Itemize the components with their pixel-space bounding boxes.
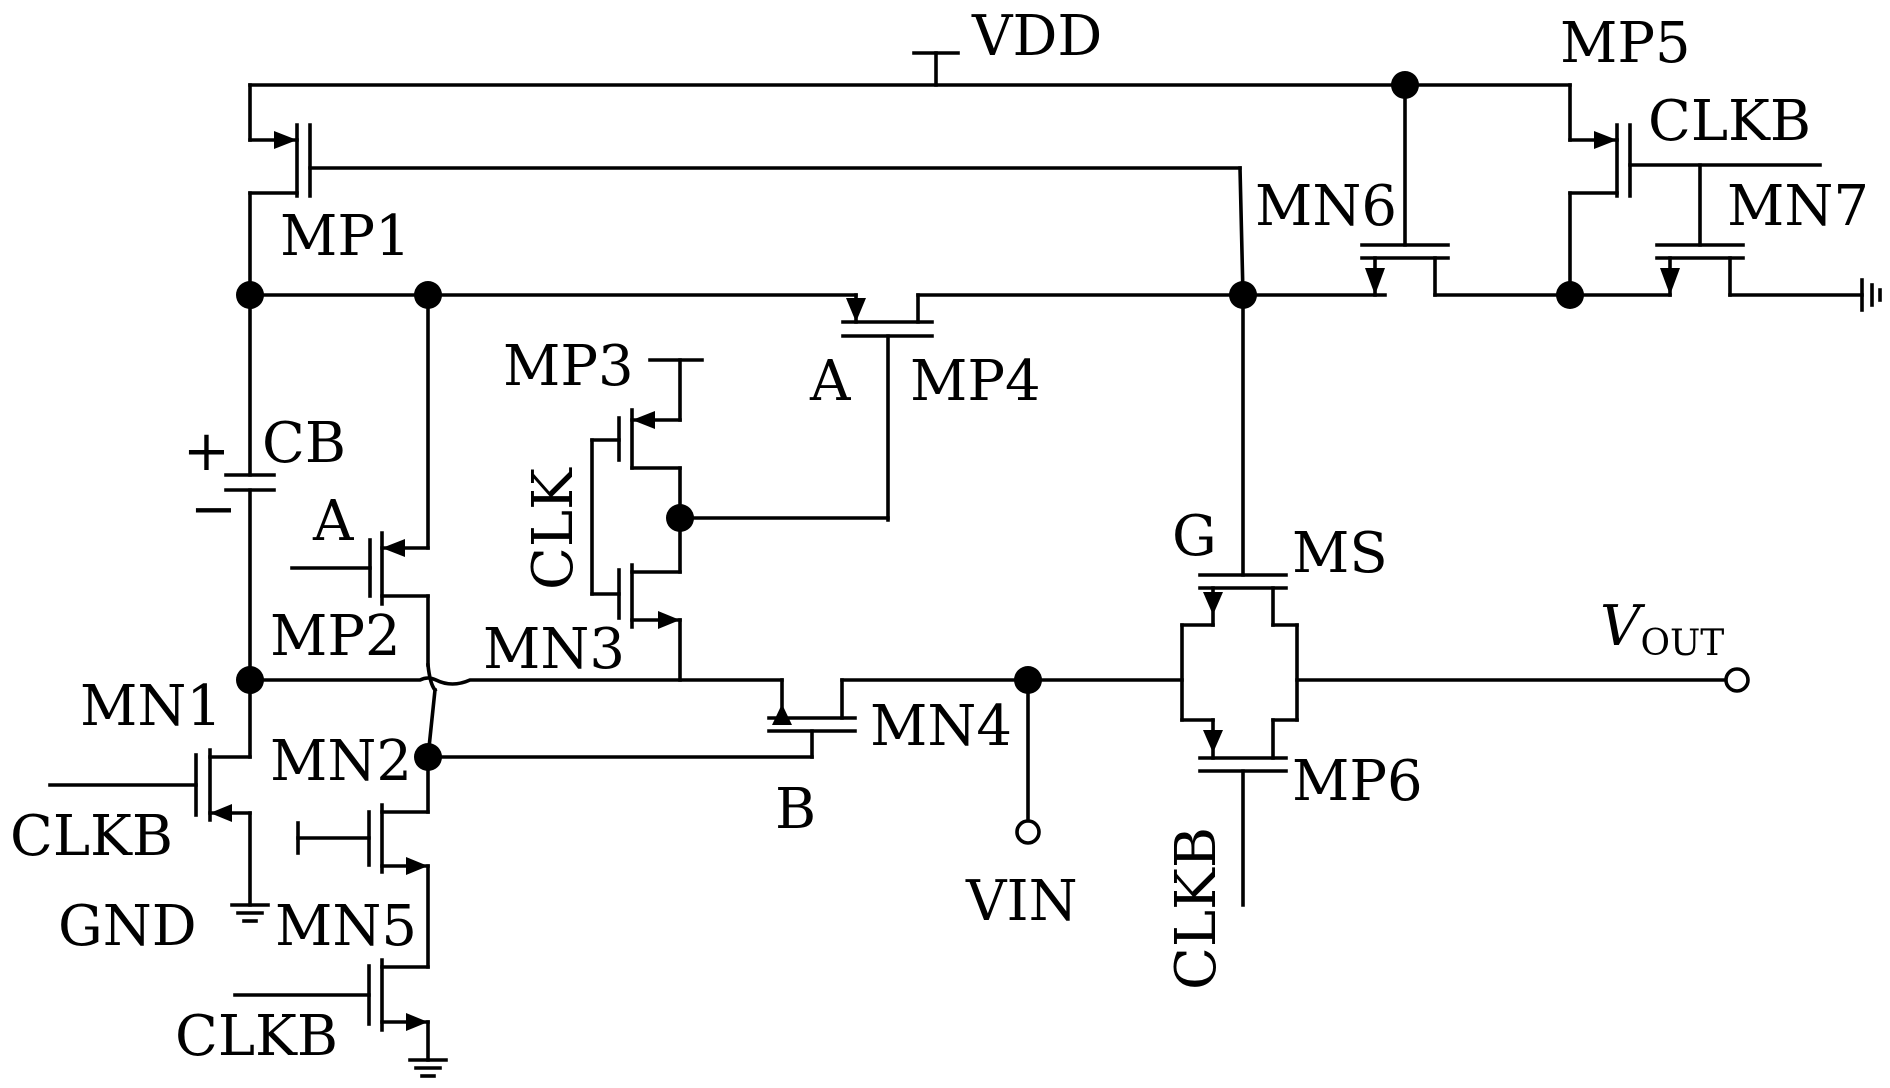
mn5-transistor <box>233 958 448 1078</box>
vdd-label: VDD <box>971 4 1102 69</box>
mn4-label: MN4 <box>870 694 1012 759</box>
clk-label: CLK <box>521 467 586 590</box>
mn3-transistor <box>590 438 682 682</box>
junction-node <box>1391 71 1419 99</box>
mp1-transistor <box>248 83 1245 297</box>
mn5-label: MN5 <box>275 894 417 959</box>
mp3-label: MP3 <box>503 334 634 399</box>
mp6-transistor <box>1180 718 1299 907</box>
junction-node <box>1014 666 1042 694</box>
mp2-label: MP2 <box>270 604 401 669</box>
ms-label: MS <box>1292 521 1388 586</box>
mp2-gate-label: A <box>312 489 354 554</box>
cb-label: CB <box>262 411 346 476</box>
node-row-top <box>248 293 1387 522</box>
mn4-gate-wire <box>426 729 814 759</box>
mp6-clkb-label: CLKB <box>1164 827 1229 990</box>
cb-capacitor <box>224 293 276 682</box>
mp1-label: MP1 <box>280 204 411 269</box>
mn6-label: MN6 <box>1255 174 1397 239</box>
mn7-transistor <box>1568 163 1882 312</box>
mn4-gate-label: B <box>775 777 816 842</box>
ms-transistor <box>1180 293 1299 722</box>
vout-label: VOUT <box>1600 594 1724 664</box>
ms-gate-label: G <box>1172 504 1217 569</box>
cb-minus-sign: − <box>190 477 237 542</box>
vin-label: VIN <box>965 869 1078 934</box>
vdd-rail <box>248 51 1572 87</box>
vout-terminal[interactable] <box>1724 667 1750 693</box>
mp5-label: MP5 <box>1560 11 1691 76</box>
mn1-transistor <box>48 678 270 923</box>
mn3-label: MN3 <box>483 617 625 682</box>
vin-terminal[interactable] <box>1015 819 1041 845</box>
mn5-clkb-label: CLKB <box>175 1004 338 1069</box>
mn1-clkb-label: CLKB <box>10 804 173 869</box>
mp4-label: MP4 <box>910 349 1041 414</box>
gnd-label: GND <box>58 894 197 959</box>
mp5-clkb-label: CLKB <box>1648 89 1811 154</box>
mn1-label: MN1 <box>80 674 222 739</box>
mn2-label: MN2 <box>270 729 412 794</box>
mp3-transistor <box>617 358 704 574</box>
mp4-gate-label: A <box>809 349 851 414</box>
mp6-label: MP6 <box>1292 749 1423 814</box>
mp5-transistor <box>1568 83 1822 297</box>
mn6-transistor <box>1360 83 1572 297</box>
mn7-label: MN7 <box>1727 174 1869 239</box>
mn2-transistor <box>296 755 430 969</box>
cb-plus-sign: + <box>183 419 230 484</box>
